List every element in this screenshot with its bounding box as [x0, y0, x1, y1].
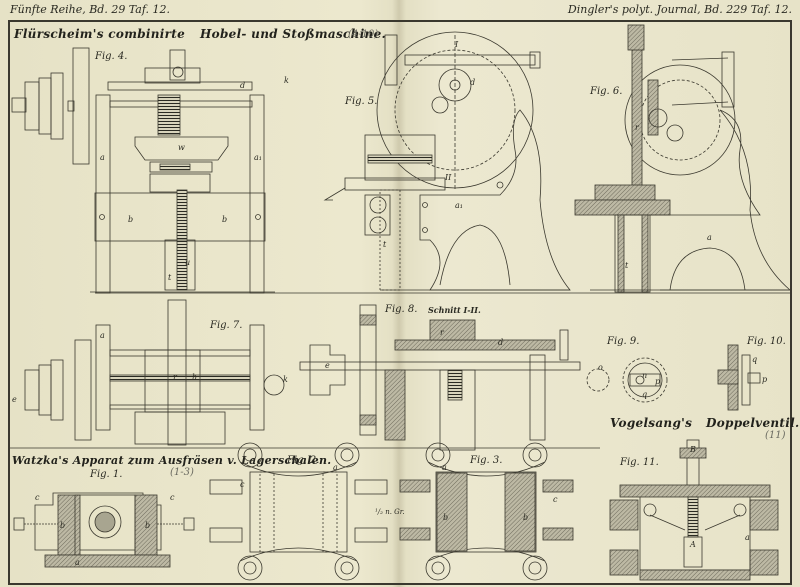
part-label-e: e [12, 395, 17, 404]
fig3-drawing [399, 442, 574, 581]
watzka-range: (1-3) [170, 467, 194, 478]
part-label-e: e [325, 361, 330, 370]
part-label-c: c [170, 493, 175, 502]
flurscheim-title-right: Hobel- und Stoßmaschine. [200, 27, 386, 41]
part-label-a: a [707, 233, 712, 242]
fig8-label: Fig. 8. [385, 304, 418, 315]
part-label-n: n [642, 371, 647, 380]
part-label-a: a [100, 331, 105, 340]
scale-note: ¹/₂ n. Gr. [375, 508, 405, 516]
part-label-p: p [762, 375, 767, 384]
part-label-B: B [689, 445, 696, 454]
fig7-drawing [24, 299, 285, 446]
part-label-d: d [240, 81, 245, 90]
part-label-b: b [523, 513, 528, 522]
vogelsang-title-left: Vogelsang's [610, 416, 693, 430]
part-label-a1: a₁ [254, 153, 262, 162]
part-label-b: b [145, 521, 150, 530]
fig10-label: Fig. 10. [747, 336, 786, 347]
part-label-c: c [240, 480, 245, 489]
header-left: Fünfte Reihe, Bd. 29 Taf. 12. [10, 3, 171, 16]
fig1-label: Fig. 1. [90, 469, 123, 480]
fig5-label: Fig. 5. [345, 96, 378, 107]
fig5-drawing [323, 31, 571, 291]
flurscheim-title-left: Flürscheim's combinirte [14, 27, 186, 41]
fig8-caption: Schnitt I-II. [428, 305, 481, 315]
part-label-q: q [642, 390, 647, 399]
fig6-drawing [574, 24, 792, 293]
part-label-c: c [35, 493, 40, 502]
part-label-w: w [178, 143, 185, 152]
plate-frame [8, 20, 792, 585]
part-label-a: a [745, 533, 750, 542]
fig9-label: Fig. 9. [607, 336, 640, 347]
part-label-a: a [442, 463, 447, 472]
part-label-a: a [100, 153, 105, 162]
part-label-II: II [444, 173, 452, 182]
cone-pulley-step [24, 81, 40, 131]
fig11-drawing [609, 439, 779, 581]
part-label-d: d [470, 78, 475, 87]
watzka-title: Watzka's Apparat zum Ausfräsen v. Lagers… [12, 454, 332, 467]
part-label-r: r [173, 373, 178, 382]
part-label-I: I [454, 40, 459, 49]
part-label-a: a [75, 558, 80, 567]
part-label-k: k [283, 375, 288, 384]
part-label-a: a [333, 463, 338, 472]
part-label-b: b [222, 215, 227, 224]
part-label-b: b [443, 513, 448, 522]
part-label-b: b [128, 215, 133, 224]
fig4-drawing [11, 47, 275, 294]
part-label-r: r [635, 123, 640, 132]
vogelsang-title-right: Doppelventil. [706, 416, 800, 430]
column-a1 [249, 94, 265, 294]
fig4-label: Fig. 4. [95, 51, 128, 62]
part-label-d: d [498, 338, 503, 347]
column-a [95, 94, 111, 294]
part-label-q: q [752, 355, 757, 364]
fig10-drawing [717, 344, 761, 411]
fig1-drawing [13, 492, 195, 568]
part-label-b: b [60, 521, 65, 530]
fig9-drawing [586, 357, 668, 403]
part-label-t: t [168, 273, 172, 282]
part-label-t: t [383, 240, 387, 249]
flurscheim-range: (4-10) [348, 29, 379, 40]
part-label-h: h [192, 373, 197, 382]
fig11-label: Fig. 11. [620, 457, 659, 468]
part-label-k: k [284, 76, 289, 85]
part-label-u: u [185, 258, 190, 267]
fig7-label: Fig. 7. [210, 320, 243, 331]
part-label-r: r [440, 328, 445, 337]
part-label-o: o [598, 363, 603, 372]
part-label-A: A [689, 540, 696, 549]
part-label-p: p [655, 377, 660, 386]
fig8-drawing [299, 304, 581, 451]
fig6-label: Fig. 6. [590, 86, 623, 97]
fig2-drawing [209, 442, 388, 581]
part-label-t: t [625, 261, 629, 270]
part-label-c: c [553, 495, 558, 504]
part-label-a1: a₁ [455, 201, 463, 210]
header-right: Dingler's polyt. Journal, Bd. 229 Taf. 1… [567, 3, 792, 16]
fig3-label: Fig. 3. [470, 455, 503, 466]
vogelsang-range: (11) [765, 430, 786, 441]
fig2-label: Fig. 2. [287, 455, 320, 466]
